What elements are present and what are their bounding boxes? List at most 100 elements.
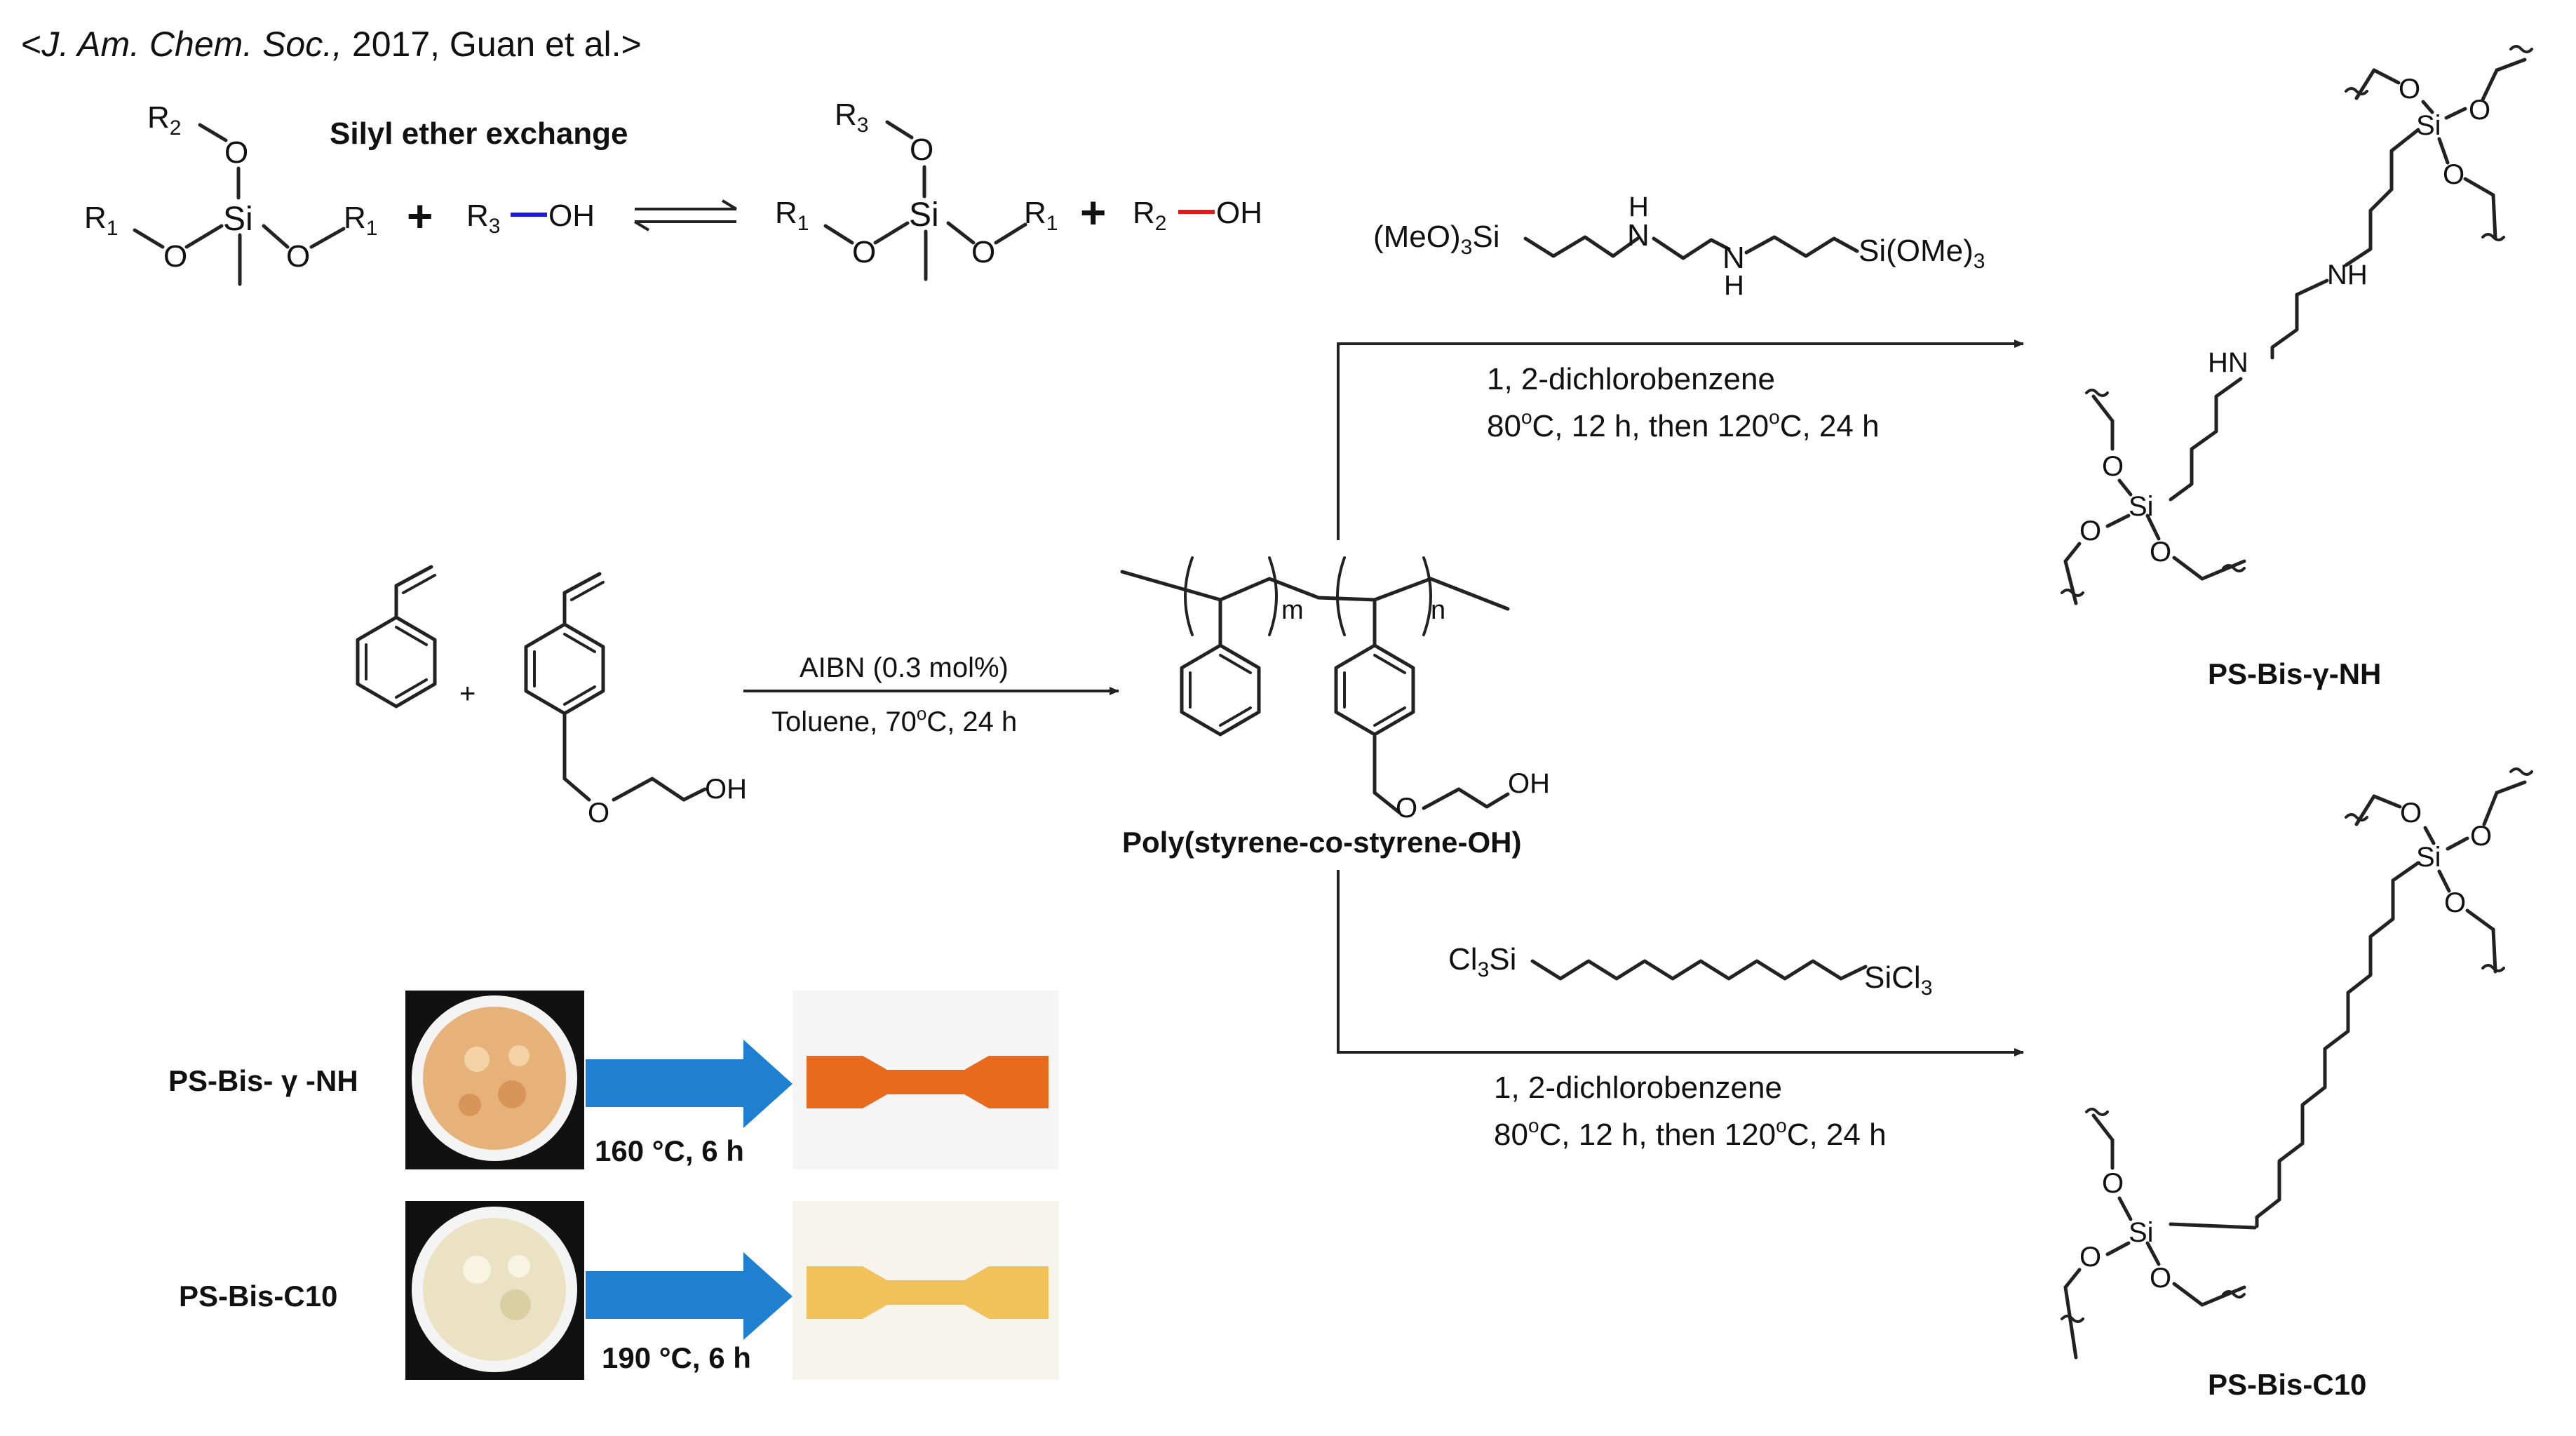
plus-2: + bbox=[1080, 187, 1106, 238]
o-si-left-bond bbox=[184, 224, 224, 249]
citation-close: > bbox=[621, 25, 642, 64]
svg-text:OH: OH bbox=[1508, 768, 1550, 799]
oh-red-label: OH bbox=[1216, 196, 1262, 230]
r2-label: R2 bbox=[147, 100, 181, 140]
top-solvent: 1, 2-dichlorobenzene bbox=[1487, 362, 1775, 396]
svg-text:O: O bbox=[2469, 95, 2490, 126]
photo-temp-c10: 190 °C, 6 h bbox=[602, 1341, 751, 1374]
svg-text:O: O bbox=[2444, 887, 2466, 918]
bottom-conditions: 80oC, 12 h, then 120oC, 24 h bbox=[1494, 1115, 1887, 1152]
svg-text:R2: R2 bbox=[1133, 196, 1166, 235]
oh-blue-label: OH bbox=[548, 199, 595, 233]
svg-text:R3: R3 bbox=[835, 98, 868, 137]
o-right-label: O bbox=[286, 239, 310, 274]
product-bottom-name: PS-Bis-C10 bbox=[2208, 1368, 2366, 1401]
citation-authors: 2017, Guan et al. bbox=[342, 25, 621, 64]
citation: <J. Am. Chem. Soc., 2017, Guan et al.> bbox=[21, 25, 642, 64]
copolymer-structure: m n O OH bbox=[1120, 556, 1550, 824]
si-label: Si bbox=[223, 201, 253, 238]
top-conditions: 80oC, 12 h, then 120oC, 24 h bbox=[1487, 406, 1880, 443]
product-bottom-structure: Si O O O Si O O O bbox=[2061, 767, 2533, 1360]
svg-text:O: O bbox=[1396, 793, 1417, 824]
o-left-label: O bbox=[163, 239, 187, 274]
polymer-name: Poly(styrene-co-styrene-OH) bbox=[1122, 826, 1521, 859]
svg-text:O: O bbox=[588, 798, 609, 828]
styrene-oh-monomer: O OH bbox=[524, 572, 747, 828]
top-branch-arrow bbox=[1337, 340, 2024, 540]
product-top-name: PS-Bis-γ-NH bbox=[2208, 657, 2381, 690]
bottom-branch-arrow bbox=[1337, 870, 2024, 1056]
svg-text:R1: R1 bbox=[775, 196, 809, 235]
citation-journal: J. Am. Chem. Soc., bbox=[41, 25, 342, 64]
svg-text:O: O bbox=[2079, 1242, 2101, 1273]
photo-row-gamma-nh: PS-Bis- γ -NH 160 °C, 6 h bbox=[168, 991, 1059, 1169]
svg-text:N: N bbox=[1627, 218, 1650, 253]
r1-right-label: R1 bbox=[344, 201, 377, 240]
o-red-label: O bbox=[224, 135, 248, 170]
svg-text:N: N bbox=[1722, 241, 1745, 275]
exchange-product-silane: R3 O Si R1 O O R1 bbox=[775, 98, 1058, 281]
arrow-gamma-nh bbox=[586, 1040, 793, 1128]
photo-temp-gamma-nh: 160 °C, 6 h bbox=[595, 1134, 744, 1167]
polymerization-reagent: AIBN (0.3 mol%) bbox=[800, 652, 1009, 683]
bottom-crosslinker-right: SiCl3 bbox=[1864, 960, 1932, 1000]
m-subscript: m bbox=[1281, 596, 1304, 625]
svg-text:O: O bbox=[2400, 798, 2422, 828]
si-o-right-bond bbox=[262, 224, 290, 249]
styrene-monomer bbox=[356, 565, 437, 709]
top-crosslinker-left: (MeO)3Si bbox=[1373, 220, 1499, 259]
svg-text:Si: Si bbox=[2416, 110, 2441, 141]
photo-label-gamma-nh: PS-Bis- γ -NH bbox=[168, 1064, 358, 1097]
svg-text:O: O bbox=[2470, 821, 2492, 852]
svg-text:O: O bbox=[971, 235, 995, 269]
svg-text:H: H bbox=[1724, 270, 1744, 301]
exchange-reactant-silane: R2 O Si R1 O O R1 bbox=[84, 100, 377, 286]
equilibrium-arrows bbox=[633, 199, 738, 231]
svg-text:O: O bbox=[2079, 516, 2101, 546]
svg-text:O: O bbox=[2443, 159, 2464, 190]
pellets-c10 bbox=[423, 1218, 566, 1361]
svg-text:NH: NH bbox=[2327, 260, 2368, 290]
r1-o-bond-left bbox=[133, 228, 165, 249]
pellets-gamma-nh bbox=[423, 1007, 566, 1150]
photo-row-c10: PS-Bis-C10 190 °C, 6 h bbox=[179, 1201, 1059, 1380]
svg-text:O: O bbox=[852, 235, 876, 269]
tensile-bar-gamma-nh bbox=[807, 1056, 1048, 1108]
svg-text:O: O bbox=[2150, 537, 2171, 568]
svg-text:R1: R1 bbox=[1024, 196, 1058, 235]
svg-text:Si: Si bbox=[909, 196, 939, 234]
photo-label-c10: PS-Bis-C10 bbox=[179, 1280, 337, 1313]
r2-o-bond bbox=[198, 123, 228, 142]
citation-open: < bbox=[21, 25, 41, 64]
svg-text:R3: R3 bbox=[466, 199, 500, 238]
r1-left-label: R1 bbox=[84, 201, 118, 240]
bottom-crosslinker-chain bbox=[1530, 959, 1868, 981]
top-crosslinker-right: Si(OMe)3 bbox=[1859, 234, 1985, 273]
svg-text:Si: Si bbox=[2416, 842, 2441, 873]
polymerization-conditions: Toluene, 70oC, 24 h bbox=[771, 703, 1017, 737]
svg-text:O: O bbox=[2102, 451, 2124, 482]
o-blue-label: O bbox=[910, 133, 933, 167]
exchange-title: Silyl ether exchange bbox=[330, 116, 628, 151]
svg-text:Si: Si bbox=[2129, 1217, 2154, 1248]
svg-text:O: O bbox=[2150, 1263, 2171, 1294]
svg-text:O: O bbox=[2102, 1168, 2124, 1199]
plus-1: + bbox=[407, 191, 433, 241]
bottom-solvent: 1, 2-dichlorobenzene bbox=[1494, 1071, 1782, 1105]
exchange-product-alcohol: R2 OH bbox=[1133, 196, 1262, 235]
tensile-bar-c10 bbox=[807, 1266, 1048, 1319]
o-r1-right-bond bbox=[309, 227, 346, 249]
product-top-structure: Si O O O NH HN Si O O O bbox=[2061, 45, 2533, 605]
svg-text:HN: HN bbox=[2208, 347, 2248, 378]
arrow-c10 bbox=[586, 1252, 793, 1340]
svg-text:H: H bbox=[1628, 192, 1649, 222]
svg-text:O: O bbox=[2399, 74, 2420, 105]
n-subscript: n bbox=[1431, 596, 1445, 625]
svg-text:OH: OH bbox=[705, 774, 747, 805]
plus-monomers: + bbox=[459, 678, 476, 709]
top-crosslinker-chain: H N N H bbox=[1523, 192, 1859, 301]
exchange-reactant-alcohol: R3 OH bbox=[466, 199, 595, 238]
bottom-crosslinker-left: Cl3Si bbox=[1448, 942, 1516, 981]
